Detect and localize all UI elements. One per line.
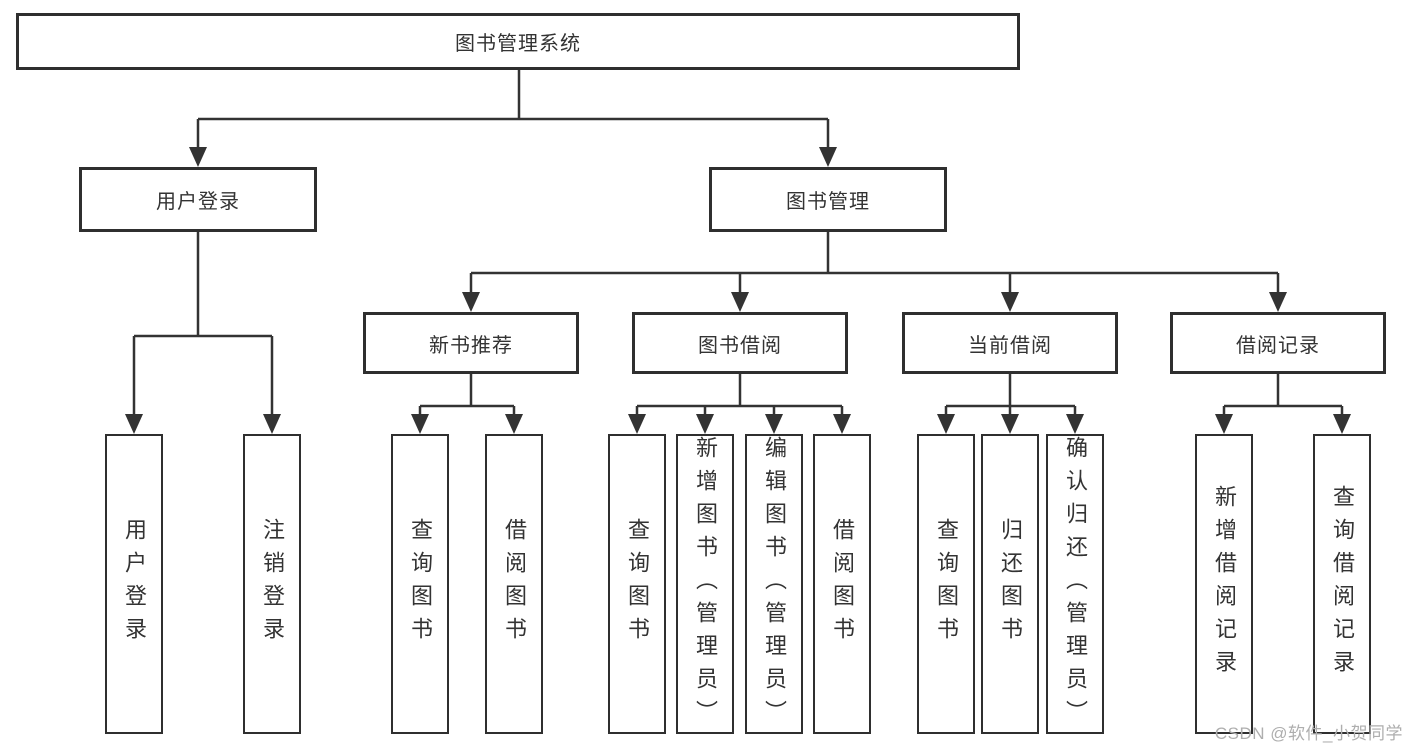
leaf-newbook-query: 查询图书 [391, 434, 449, 734]
leaf-records-add: 新增借阅记录 [1195, 434, 1253, 734]
leaf-borrow-edit-admin-label: 编辑图书（管理员） [762, 435, 787, 733]
leaf-current-return: 归还图书 [981, 434, 1039, 734]
node-new-book-recommend-label: 新书推荐 [429, 334, 513, 357]
connector-current-to-leaves [937, 374, 1084, 434]
leaf-newbook-query-label: 查询图书 [408, 518, 433, 650]
node-book-borrow: 图书借阅 [632, 312, 848, 374]
node-book-borrow-label: 图书借阅 [698, 334, 782, 357]
node-current-borrow: 当前借阅 [902, 312, 1118, 374]
node-user-login: 用户登录 [79, 167, 317, 232]
connector-records-to-leaves [1215, 374, 1351, 434]
leaf-newbook-borrow: 借阅图书 [485, 434, 543, 734]
leaf-logout-label: 注销登录 [260, 518, 285, 650]
leaf-current-query-label: 查询图书 [934, 518, 959, 650]
leaf-borrow-book: 借阅图书 [813, 434, 871, 734]
connector-bookmgmt-to-level3 [462, 232, 1287, 312]
leaf-current-query: 查询图书 [917, 434, 975, 734]
node-book-management-label: 图书管理 [786, 191, 870, 213]
leaf-current-confirm-admin: 确认归还（管理员） [1046, 434, 1104, 734]
leaf-logout: 注销登录 [243, 434, 301, 734]
leaf-current-confirm-admin-label: 确认归还（管理员） [1063, 435, 1088, 733]
leaf-newbook-borrow-label: 借阅图书 [502, 518, 527, 650]
leaf-records-query: 查询借阅记录 [1313, 434, 1371, 734]
leaf-borrow-add-admin-label: 新增图书（管理员） [693, 435, 718, 733]
node-current-borrow-label: 当前借阅 [968, 334, 1052, 357]
connector-borrow-to-leaves [628, 374, 851, 434]
leaf-current-return-label: 归还图书 [998, 518, 1023, 650]
leaf-records-add-label: 新增借阅记录 [1212, 485, 1237, 683]
csdn-watermark: CSDN @软件_小贺同学 [1214, 724, 1403, 743]
node-borrow-records: 借阅记录 [1170, 312, 1386, 374]
leaf-user-login-label: 用户登录 [122, 518, 147, 650]
leaf-borrow-book-label: 借阅图书 [830, 518, 855, 650]
node-root-label: 图书管理系统 [455, 33, 581, 55]
node-borrow-records-label: 借阅记录 [1236, 334, 1320, 357]
leaf-borrow-query: 查询图书 [608, 434, 666, 734]
node-book-management: 图书管理 [709, 167, 947, 232]
node-root-system: 图书管理系统 [16, 13, 1020, 70]
leaf-borrow-edit-admin: 编辑图书（管理员） [745, 434, 803, 734]
leaf-borrow-add-admin: 新增图书（管理员） [676, 434, 734, 734]
node-user-login-label: 用户登录 [156, 191, 240, 213]
node-new-book-recommend: 新书推荐 [363, 312, 579, 374]
connector-newbook-to-leaves [411, 374, 523, 434]
leaf-records-query-label: 查询借阅记录 [1330, 485, 1355, 683]
connector-root-to-level2 [189, 70, 837, 167]
leaf-borrow-query-label: 查询图书 [625, 518, 650, 650]
leaf-user-login: 用户登录 [105, 434, 163, 734]
connector-login-to-leaves [125, 232, 281, 434]
